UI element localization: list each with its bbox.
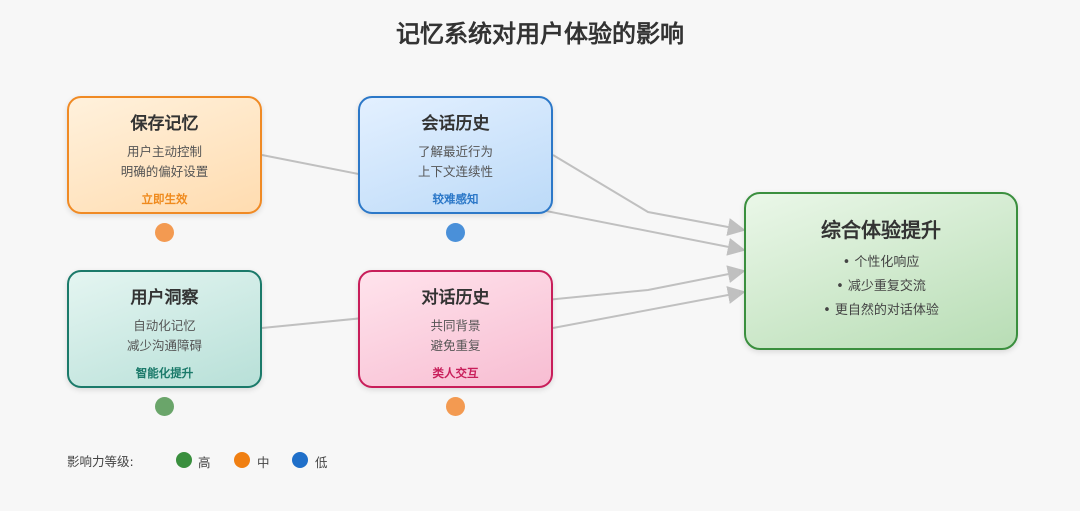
save-memory-title: 保存记忆 xyxy=(130,114,199,134)
legend-dot-low xyxy=(292,452,308,468)
dialogue-history-line-1: 共同背景 xyxy=(430,318,481,333)
dialogue-history-title: 对话历史 xyxy=(421,288,490,308)
user-insight-line-1: 自动化记忆 xyxy=(133,318,196,333)
dialogue-history-impact-dot xyxy=(446,397,465,416)
conversation-history-line-1: 了解最近行为 xyxy=(417,144,493,159)
save-memory-line-2: 明确的偏好设置 xyxy=(120,164,209,179)
legend-dot-high xyxy=(176,452,192,468)
user-insight-impact: 智能化提升 xyxy=(135,366,194,380)
diagram-title: 记忆系统对用户体验的影响 xyxy=(396,20,684,48)
save-memory-line-1: 用户主动控制 xyxy=(126,144,202,159)
arrow-conversation-to-result xyxy=(552,154,746,236)
legend-text-high: 高 xyxy=(198,455,211,470)
conversation-history-line-2: 上下文连续性 xyxy=(417,164,493,179)
conversation-history-box: 会话历史 了解最近行为 上下文连续性 较难感知 xyxy=(358,96,553,214)
user-insight-impact-dot xyxy=(155,397,174,416)
legend-dot-medium xyxy=(234,452,250,468)
result-item-2: • 减少重复交流 xyxy=(836,279,926,294)
dialogue-history-box: 对话历史 共同背景 避免重复 类人交互 xyxy=(358,270,553,388)
result-box: 综合体验提升 • 个性化响应 • 减少重复交流 • 更自然的对话体验 xyxy=(744,192,1018,350)
result-title: 综合体验提升 xyxy=(821,218,941,242)
conversation-history-title: 会话历史 xyxy=(421,114,490,134)
user-insight-box: 用户洞察 自动化记忆 减少沟通障碍 智能化提升 xyxy=(67,270,262,388)
legend-label: 影响力等级: xyxy=(67,454,134,469)
user-insight-line-2: 减少沟通障碍 xyxy=(126,338,202,353)
legend-text-low: 低 xyxy=(315,455,328,470)
result-item-3: • 更自然的对话体验 xyxy=(823,303,939,318)
user-insight-title: 用户洞察 xyxy=(130,288,199,308)
legend-text-medium: 中 xyxy=(257,455,270,470)
conversation-history-impact: 较难感知 xyxy=(432,192,479,206)
save-memory-impact: 立即生效 xyxy=(141,192,188,206)
arrow-dialogue-to-result xyxy=(552,286,746,329)
result-item-1: • 个性化响应 xyxy=(842,255,920,270)
save-memory-box: 保存记忆 用户主动控制 明确的偏好设置 立即生效 xyxy=(67,96,262,214)
dialogue-history-line-2: 避免重复 xyxy=(430,338,481,353)
save-memory-impact-dot xyxy=(155,223,174,242)
dialogue-history-impact: 类人交互 xyxy=(432,366,479,380)
conversation-history-impact-dot xyxy=(446,223,465,242)
